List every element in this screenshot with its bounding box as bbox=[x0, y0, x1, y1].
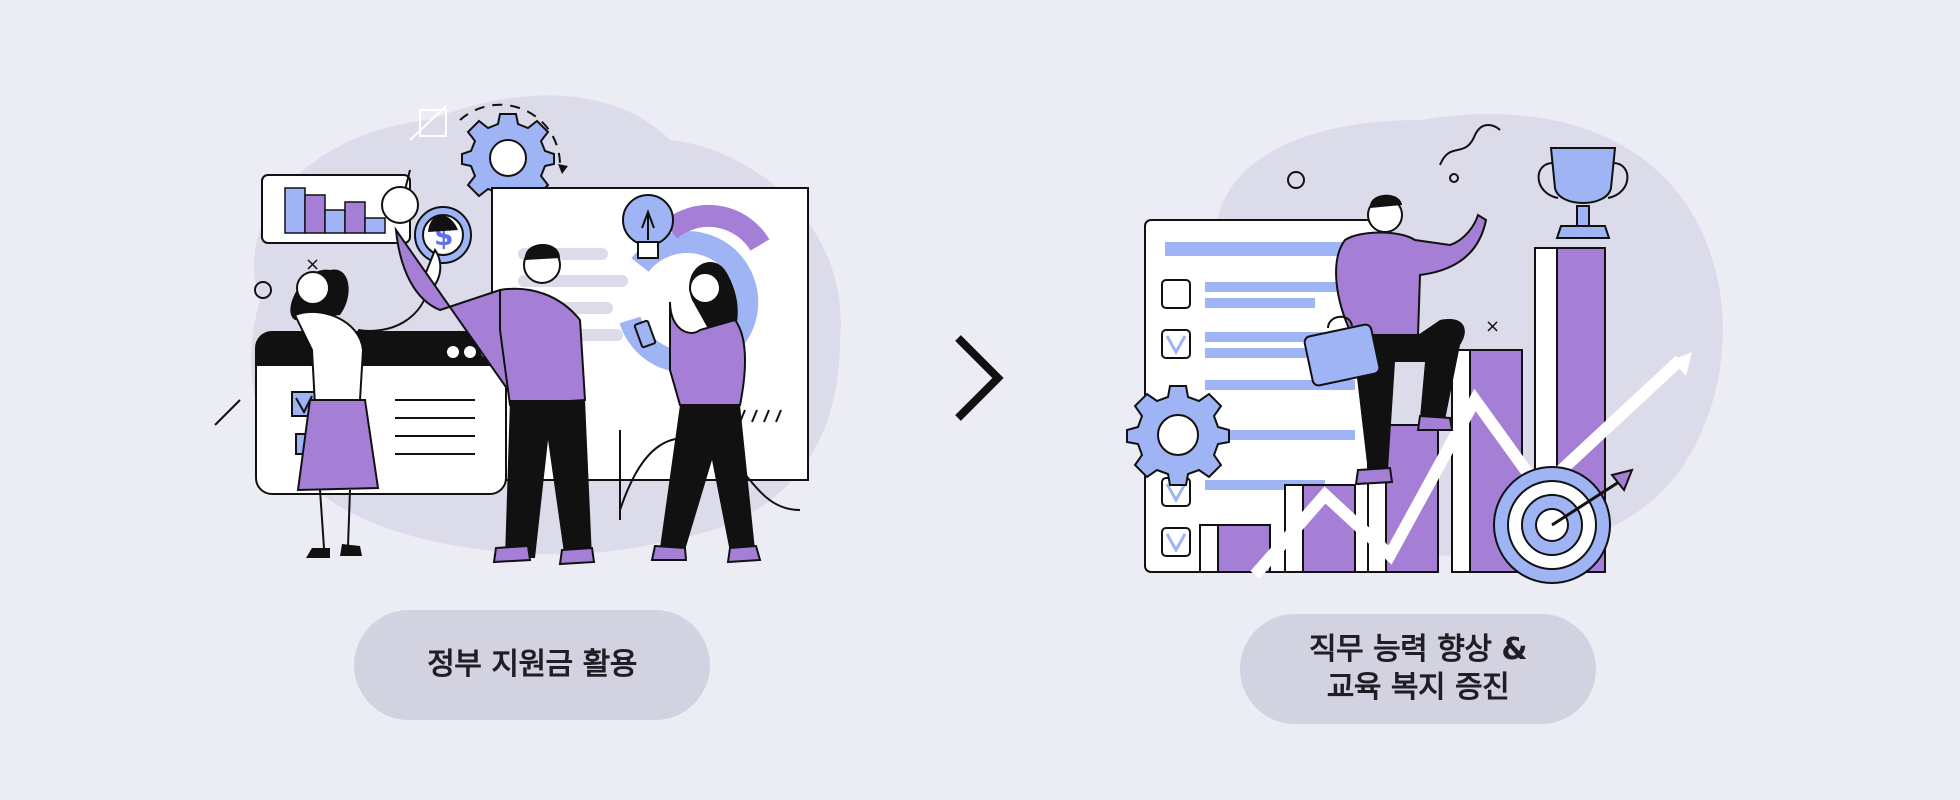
svg-text:×: × bbox=[1485, 316, 1500, 337]
dollar-coin-icon: $ bbox=[414, 206, 472, 264]
checkbox-icon bbox=[1161, 329, 1191, 359]
briefcase-icon bbox=[1303, 315, 1381, 387]
chevron-right-icon bbox=[955, 335, 1004, 421]
person-woman-phone bbox=[633, 261, 762, 564]
person-man-briefcase bbox=[1303, 194, 1488, 486]
caption-job-skills-welfare: 직무 능력 향상 & 교육 복지 증진 bbox=[1240, 614, 1596, 724]
caption-line-2: 교육 복지 증진 bbox=[1326, 670, 1510, 705]
bar-chart-card bbox=[261, 174, 411, 244]
target-icon bbox=[1493, 466, 1634, 584]
lightbulb-icon bbox=[622, 194, 674, 259]
checklist-board bbox=[1144, 219, 1388, 573]
trophy-icon bbox=[1537, 147, 1629, 239]
caption-government-subsidy: 정부 지원금 활용 bbox=[354, 610, 710, 720]
gear-icon bbox=[1126, 385, 1230, 486]
caption-text-block: 직무 능력 향상 & 교육 복지 증진 bbox=[1308, 631, 1528, 707]
left-illustration: × bbox=[214, 95, 841, 566]
browser-window bbox=[255, 331, 507, 495]
caption-line-1: 직무 능력 향상 & bbox=[1308, 632, 1528, 667]
person-woman-skirt bbox=[290, 247, 442, 558]
right-illustration: × bbox=[1126, 114, 1723, 584]
svg-text:×: × bbox=[305, 254, 320, 275]
person-man-glasses bbox=[381, 169, 596, 566]
growth-bars bbox=[1199, 247, 1606, 573]
caption-text: 정부 지원금 활용 bbox=[427, 647, 637, 682]
